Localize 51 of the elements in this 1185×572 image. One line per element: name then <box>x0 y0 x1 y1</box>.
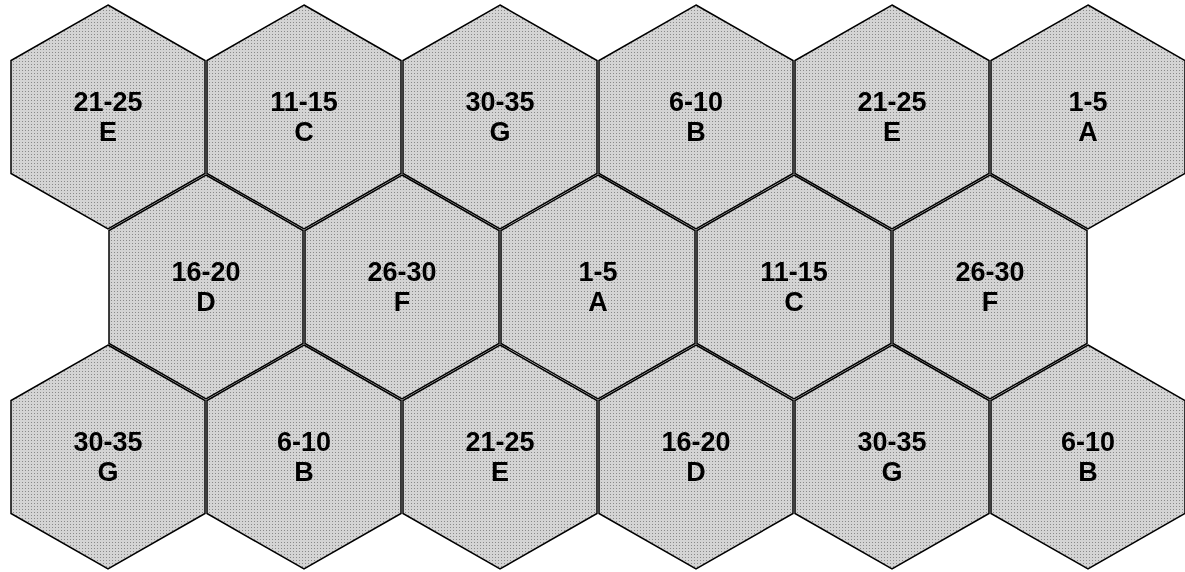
range-label: 16-20 <box>171 257 241 287</box>
letter-label: G <box>881 457 903 487</box>
letter-label: F <box>393 287 411 317</box>
range-label: 26-30 <box>367 257 437 287</box>
hexagon <box>598 4 794 230</box>
letter-label: G <box>97 457 119 487</box>
letter-label: F <box>981 287 999 317</box>
letter-label: B <box>1078 457 1098 487</box>
hexagon <box>402 344 598 570</box>
range-label: 21-25 <box>465 427 535 457</box>
letter-label: D <box>686 457 706 487</box>
range-label: 6-10 <box>1060 427 1115 457</box>
hexagon <box>402 4 598 230</box>
hexagon <box>108 174 304 400</box>
range-label: 26-30 <box>955 257 1025 287</box>
hexagon <box>794 4 990 230</box>
letter-label: G <box>489 117 511 147</box>
hexagon <box>990 4 1185 230</box>
letter-label: A <box>1078 117 1098 147</box>
letter-label: C <box>294 117 314 147</box>
letter-label: D <box>196 287 216 317</box>
hexagon <box>990 344 1185 570</box>
range-label: 6-10 <box>276 427 331 457</box>
range-label: 30-35 <box>465 87 535 117</box>
letter-label: C <box>784 287 804 317</box>
letter-label: B <box>686 117 706 147</box>
range-label: 1-5 <box>1068 87 1108 117</box>
letter-label: E <box>883 117 901 147</box>
hexagon <box>10 344 206 570</box>
range-label: 16-20 <box>661 427 731 457</box>
hexagon <box>696 174 892 400</box>
range-label: 30-35 <box>857 427 927 457</box>
hexagon <box>500 174 696 400</box>
range-label: 21-25 <box>73 87 143 117</box>
letter-label: B <box>294 457 314 487</box>
range-label: 11-15 <box>270 87 338 117</box>
hexagon <box>598 344 794 570</box>
hexagon <box>892 174 1088 400</box>
hexagon <box>10 4 206 230</box>
range-label: 30-35 <box>73 427 143 457</box>
letter-label: A <box>588 287 608 317</box>
range-label: 21-25 <box>857 87 927 117</box>
hexagon <box>206 4 402 230</box>
hexagon <box>794 344 990 570</box>
hexagon <box>206 344 402 570</box>
range-label: 11-15 <box>760 257 828 287</box>
hexagon <box>304 174 500 400</box>
letter-label: E <box>491 457 509 487</box>
letter-label: E <box>99 117 117 147</box>
range-label: 6-10 <box>668 87 723 117</box>
range-label: 1-5 <box>578 257 618 287</box>
